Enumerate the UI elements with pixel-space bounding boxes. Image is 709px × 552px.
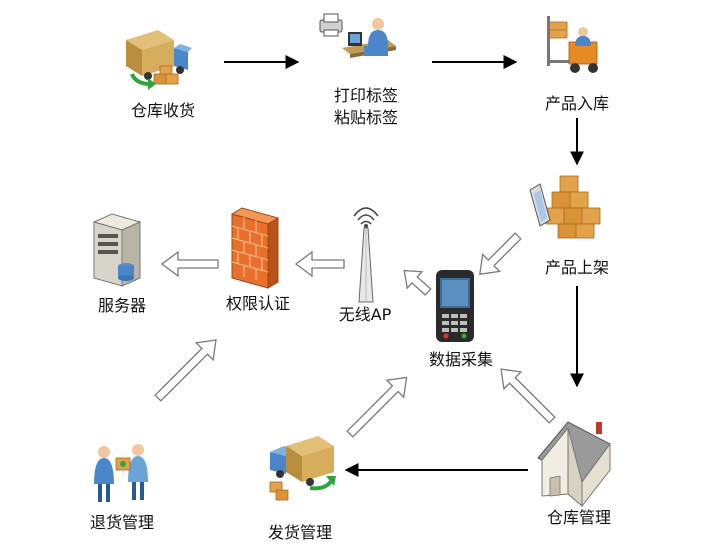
- hollow-arrow-shelving-to-collection: [479, 232, 522, 275]
- handheld-terminal-icon: [436, 270, 474, 342]
- label-warehouse-receiving: 仓库收货: [130, 101, 196, 120]
- label-product-shelving: 产品上架: [544, 258, 610, 277]
- forklift-icon: [547, 16, 598, 73]
- people-exchange-icon: [94, 444, 148, 502]
- label-permission-auth: 权限认证: [225, 294, 291, 313]
- label-product-stock-in: 产品入库: [544, 94, 610, 113]
- label-wireless-ap: 无线AP: [338, 305, 392, 324]
- label-data-collection: 数据采集: [428, 350, 494, 369]
- hollow-arrow-auth-to-server: [160, 250, 219, 278]
- label-server: 服务器: [97, 296, 147, 315]
- warehouse-house-icon: [537, 421, 611, 508]
- wireless-antenna-icon: [353, 207, 379, 303]
- hollow-arrow-collection-to-ap: [403, 269, 432, 296]
- hollow-arrow-warehouse-to-collection: [500, 368, 556, 424]
- hollow-arrow-ap-to-auth: [294, 250, 345, 278]
- hollow-arrow-return-to-auth: [154, 339, 217, 402]
- printer-worker-icon: [319, 13, 396, 58]
- label-warehouse-management: 仓库管理: [546, 508, 612, 527]
- label-print-label: 打印标签: [333, 86, 399, 105]
- label-return-management: 退货管理: [89, 513, 155, 532]
- receiving-truck-icon: [126, 30, 192, 90]
- hollow-arrow-shipping-to-collection: [346, 376, 408, 438]
- server-icon: [92, 213, 142, 287]
- label-shipping-management: 发货管理: [267, 523, 333, 542]
- label-stick-label: 粘贴标签: [333, 108, 399, 127]
- firewall-icon: [230, 207, 280, 289]
- shipping-truck-icon: [269, 436, 336, 501]
- boxes-scanner-icon: [529, 175, 601, 239]
